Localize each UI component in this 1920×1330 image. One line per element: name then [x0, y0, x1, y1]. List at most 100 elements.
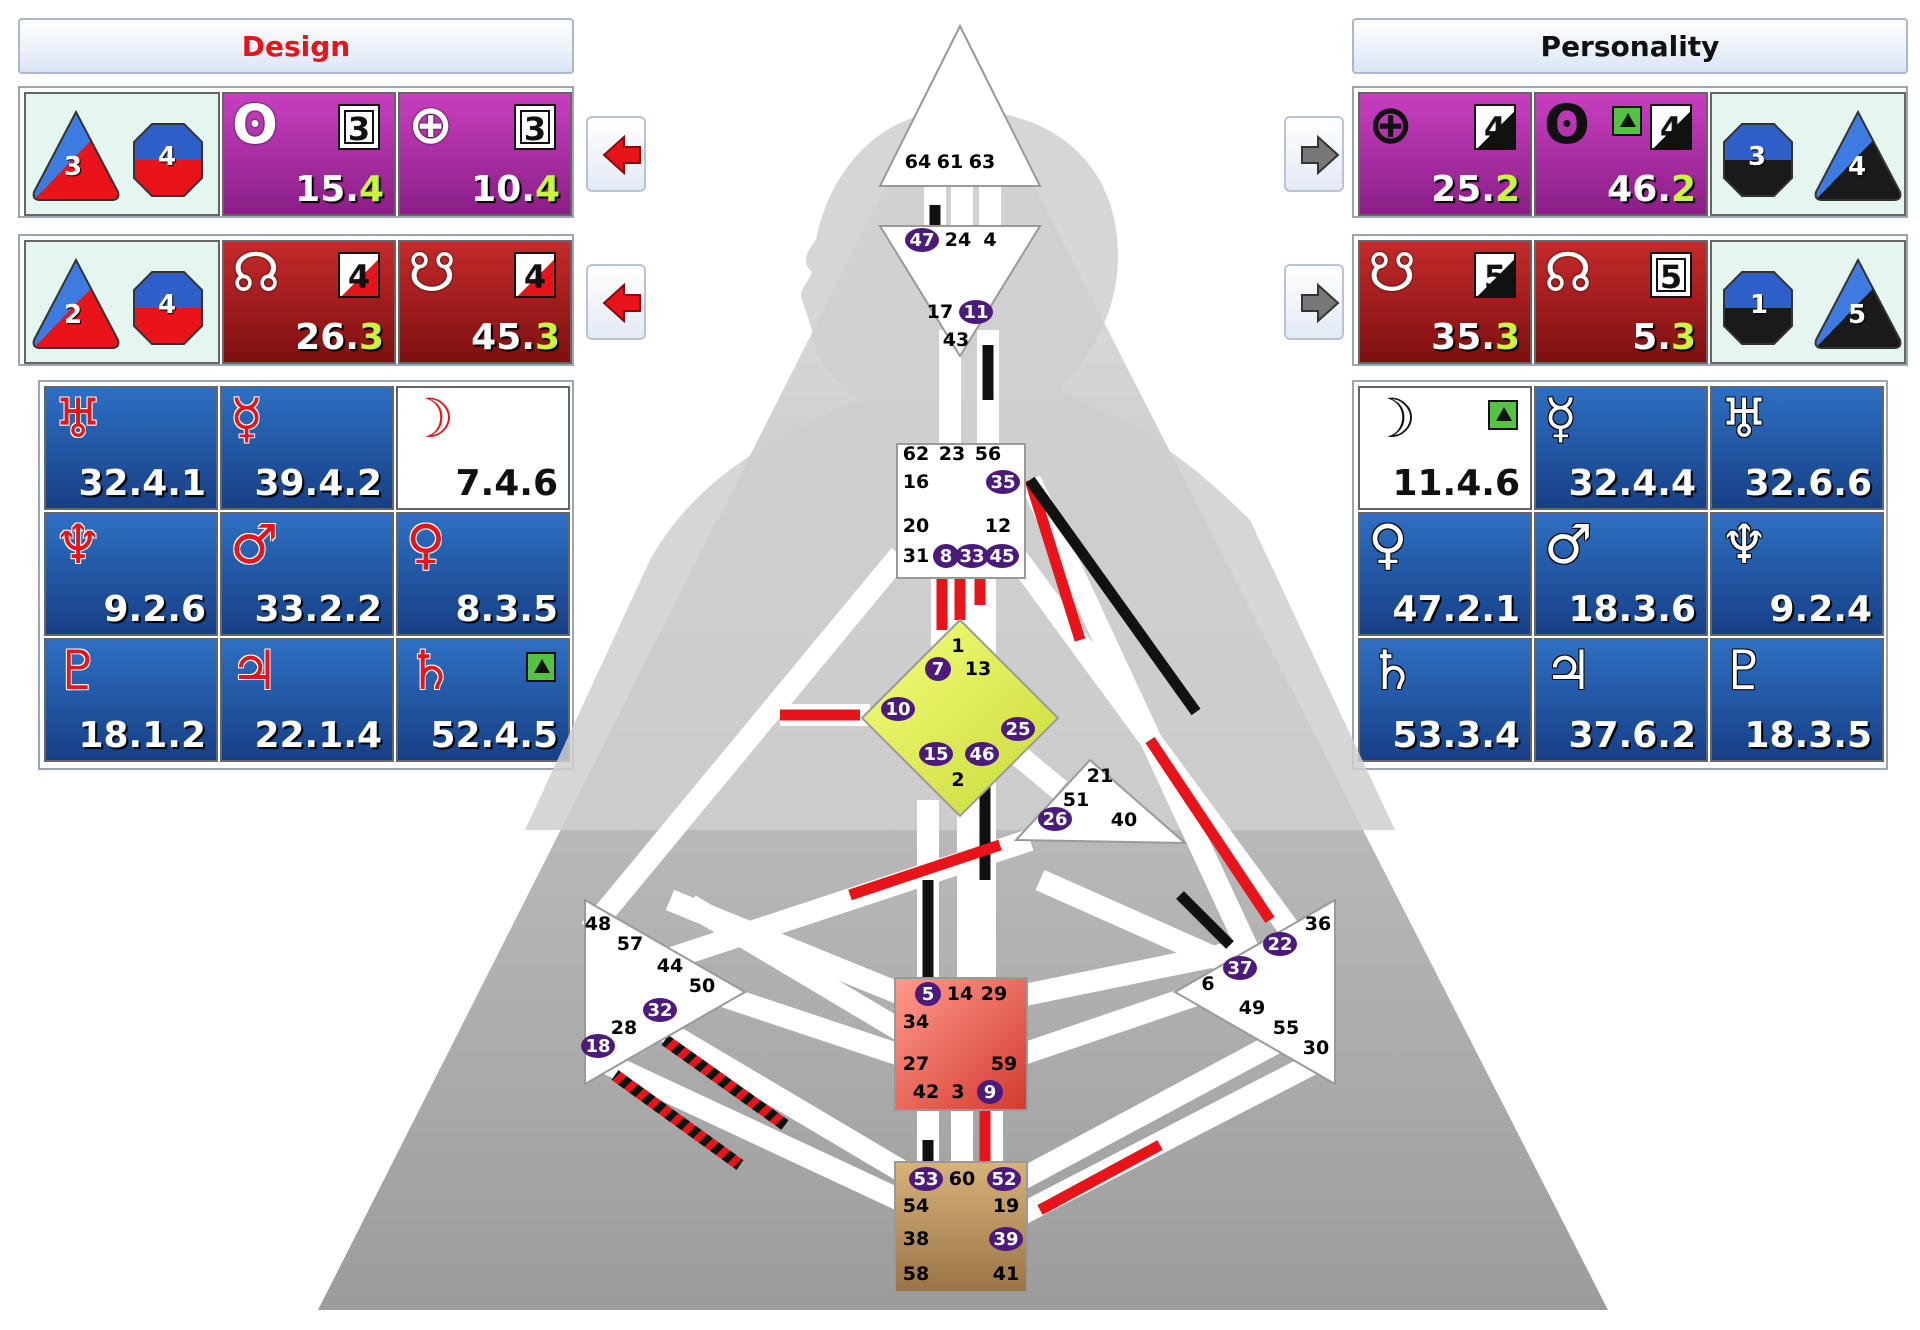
gate-51[interactable]: 51 [1063, 789, 1089, 811]
south-node-icon: ☋ [1368, 241, 1416, 304]
design-planet-cell[interactable]: ♂33.2.2 [220, 512, 394, 636]
design-planet-cell[interactable]: ♃22.1.4 [220, 638, 394, 762]
gate-14[interactable]: 14 [947, 983, 973, 1005]
personality-planet-cell[interactable]: ♄53.3.4 [1358, 638, 1532, 762]
gate-47[interactable]: 47 [905, 228, 939, 252]
design-sun-cell[interactable]: ʘ 3 15.4 [222, 92, 396, 216]
gate-13[interactable]: 13 [965, 658, 991, 680]
gate-28[interactable]: 28 [611, 1017, 637, 1039]
design-planet-cell[interactable]: ♄52.4.5 [396, 638, 570, 762]
gate-4[interactable]: 4 [983, 229, 996, 251]
design-planet-cell[interactable]: ☿39.4.2 [220, 386, 394, 510]
design-north-node-cell[interactable]: ☊ 4 26.3 [222, 240, 396, 364]
gate-41[interactable]: 41 [993, 1263, 1019, 1285]
gate-number: 48 [585, 913, 611, 935]
personality-planet-cell[interactable]: ♅32.6.6 [1710, 386, 1884, 510]
gate-16[interactable]: 16 [903, 471, 929, 493]
gate-48[interactable]: 48 [585, 913, 611, 935]
personality-planet-cell[interactable]: ♇18.3.5 [1710, 638, 1884, 762]
gate-7[interactable]: 7 [925, 657, 951, 681]
gate-33[interactable]: 33 [955, 544, 989, 568]
gate-25[interactable]: 25 [1001, 717, 1035, 741]
personality-arrow-button-1[interactable] [1284, 116, 1344, 192]
gate-44[interactable]: 44 [657, 955, 683, 977]
personality-earth-cell[interactable]: ⊕ 4 25.2 [1358, 92, 1532, 216]
design-arrow-button-1[interactable] [586, 116, 646, 192]
gate-54[interactable]: 54 [903, 1195, 929, 1217]
gate-52[interactable]: 52 [987, 1167, 1021, 1191]
design-arrow-button-2[interactable] [586, 264, 646, 340]
design-south-node-cell[interactable]: ☋ 4 45.3 [398, 240, 572, 364]
personality-planet-cell[interactable]: ♂18.3.6 [1534, 512, 1708, 636]
design-planet-cell[interactable]: ♀8.3.5 [396, 512, 570, 636]
gate-15[interactable]: 15 [919, 742, 953, 766]
gate-43[interactable]: 43 [943, 329, 969, 351]
gate-6[interactable]: 6 [1201, 973, 1214, 995]
gate-31[interactable]: 31 [903, 545, 929, 567]
personality-planet-cell[interactable]: ♀47.2.1 [1358, 512, 1532, 636]
gate-36[interactable]: 36 [1305, 913, 1331, 935]
design-planet-cell[interactable]: ♅32.4.1 [44, 386, 218, 510]
gate-45[interactable]: 45 [985, 544, 1019, 568]
gate-8[interactable]: 8 [933, 544, 959, 568]
gate-19[interactable]: 19 [993, 1195, 1019, 1217]
gate-30[interactable]: 30 [1303, 1037, 1329, 1059]
gate-53[interactable]: 53 [909, 1167, 943, 1191]
gate-active-marker [965, 742, 999, 766]
gate-55[interactable]: 55 [1273, 1017, 1299, 1039]
personality-south-node-cell[interactable]: ☋ 5 35.3 [1358, 240, 1532, 364]
gate-63[interactable]: 63 [969, 151, 995, 173]
gate-64[interactable]: 64 [905, 151, 931, 173]
personality-planet-cell[interactable]: ☽11.4.6 [1358, 386, 1532, 510]
gate-active-marker [986, 470, 1020, 494]
design-planet-cell[interactable]: ♆9.2.6 [44, 512, 218, 636]
gate-23[interactable]: 23 [939, 443, 965, 465]
gate-26[interactable]: 26 [1038, 807, 1072, 831]
gate-17[interactable]: 17 [927, 301, 953, 323]
gate-22[interactable]: 22 [1263, 932, 1297, 956]
gate-24[interactable]: 24 [945, 229, 971, 251]
gate-40[interactable]: 40 [1111, 809, 1137, 831]
personality-north-node-cell[interactable]: ☊ 5 5.3 [1534, 240, 1708, 364]
gate-57[interactable]: 57 [617, 933, 643, 955]
gate-1[interactable]: 1 [951, 635, 964, 657]
gate-11[interactable]: 11 [959, 300, 993, 324]
personality-planet-cell[interactable]: ♃37.6.2 [1534, 638, 1708, 762]
design-planet-cell[interactable]: ♇18.1.2 [44, 638, 218, 762]
gate-3[interactable]: 3 [951, 1081, 964, 1103]
gate-61[interactable]: 61 [937, 151, 963, 173]
gate-50[interactable]: 50 [689, 975, 715, 997]
gate-2[interactable]: 2 [951, 769, 964, 791]
gate-number: 51 [1063, 789, 1089, 811]
gate-49[interactable]: 49 [1239, 997, 1265, 1019]
gate-32[interactable]: 32 [643, 998, 677, 1022]
gate-37[interactable]: 37 [1223, 956, 1257, 980]
gate-59[interactable]: 59 [991, 1053, 1017, 1075]
personality-arrow-button-2[interactable] [1284, 264, 1344, 340]
gate-12[interactable]: 12 [985, 515, 1011, 537]
gate-5[interactable]: 5 [915, 982, 941, 1006]
gate-29[interactable]: 29 [981, 983, 1007, 1005]
gate-20[interactable]: 20 [903, 515, 929, 537]
gate-34[interactable]: 34 [903, 1011, 929, 1033]
design-planet-cell[interactable]: ☽7.4.6 [396, 386, 570, 510]
gate-21[interactable]: 21 [1087, 765, 1113, 787]
gate-38[interactable]: 38 [903, 1228, 929, 1250]
gate-60[interactable]: 60 [949, 1168, 975, 1190]
personality-planet-cell[interactable]: ♆9.2.4 [1710, 512, 1884, 636]
gate-18[interactable]: 18 [581, 1034, 615, 1058]
gate-42[interactable]: 42 [913, 1081, 939, 1103]
gate-46[interactable]: 46 [965, 742, 999, 766]
gate-35[interactable]: 35 [986, 470, 1020, 494]
gate-10[interactable]: 10 [881, 697, 915, 721]
personality-sun-cell[interactable]: ʘ 4 46.2 [1534, 92, 1708, 216]
gate-58[interactable]: 58 [903, 1263, 929, 1285]
gate-27[interactable]: 27 [903, 1053, 929, 1075]
gate-39[interactable]: 39 [989, 1227, 1023, 1251]
design-earth-cell[interactable]: ⊕ 3 10.4 [398, 92, 572, 216]
gate-56[interactable]: 56 [975, 443, 1001, 465]
gate-9[interactable]: 9 [977, 1080, 1003, 1104]
gate-62[interactable]: 62 [903, 443, 929, 465]
gate-number: 5 [922, 984, 935, 1005]
personality-planet-cell[interactable]: ☿32.4.4 [1534, 386, 1708, 510]
